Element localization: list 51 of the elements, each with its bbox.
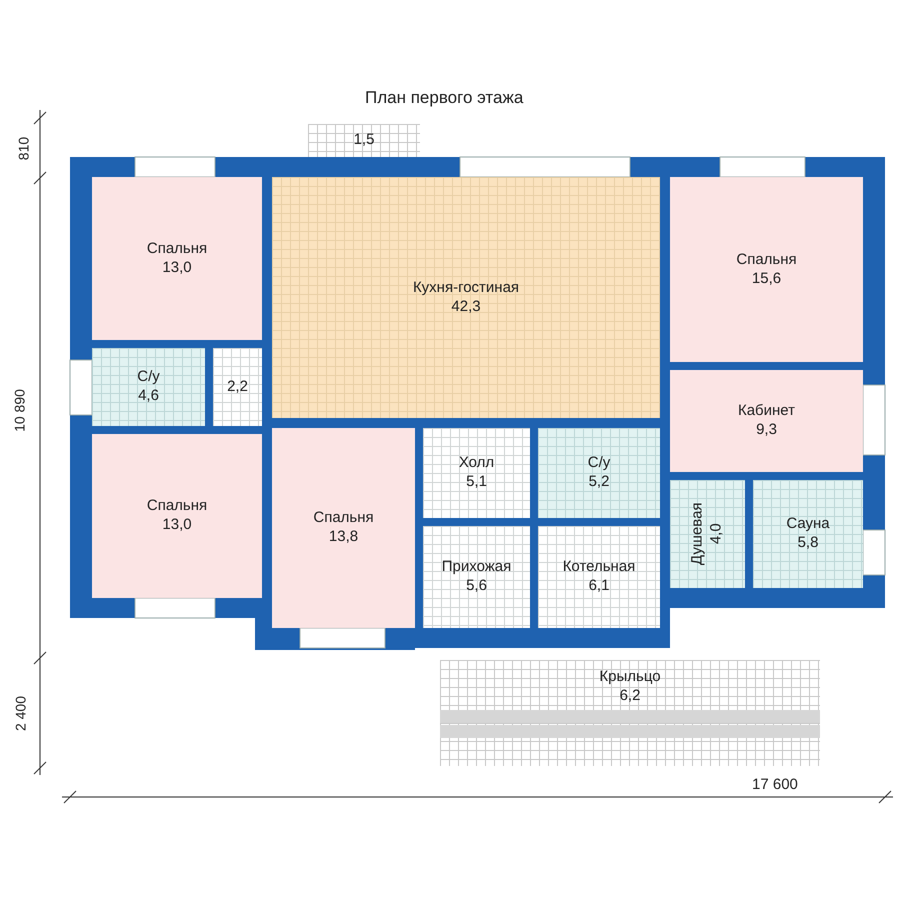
room-area: [538, 428, 660, 518]
room-area-value: 13,0: [161, 258, 193, 278]
room-area-value: 13,0: [161, 516, 193, 535]
dimension-label: 10 890: [10, 388, 28, 434]
room-area: [272, 177, 660, 418]
room-area-value: 5,6: [465, 577, 488, 596]
dimension-label: 2 400: [12, 694, 30, 734]
room-name: Спальня: [735, 250, 798, 270]
room-area-value: 42,3: [450, 298, 482, 316]
room-area-value: 4,6: [137, 387, 160, 406]
room-name: С/у: [136, 368, 161, 387]
room-area: [92, 434, 262, 598]
room-area-value: 5,2: [588, 473, 610, 492]
room-name: Котельная: [562, 558, 636, 577]
room-name: Сауна: [785, 515, 831, 534]
room-area: [92, 348, 205, 426]
room-name: С/у: [586, 454, 612, 473]
porch-area: [308, 124, 420, 157]
room-name: Кухня-гостиная: [412, 278, 520, 298]
room-area-value: 6,1: [588, 577, 610, 596]
dimension-label: 810: [14, 136, 32, 162]
room-area: [753, 480, 863, 588]
room-name: Душевая: [688, 502, 707, 568]
room-name: Холл: [458, 454, 496, 473]
room-name: Спальня: [146, 497, 208, 516]
room-area: [670, 480, 745, 588]
room-area-value: 6,2: [618, 686, 642, 706]
room-area: [423, 526, 530, 628]
room-name: Спальня: [312, 509, 375, 528]
room-area: [670, 370, 863, 472]
room-name: Прихожая: [440, 558, 512, 577]
plan-title: План первого этажа: [365, 87, 524, 109]
room-area: [213, 348, 262, 426]
room-area-value: 5,8: [796, 534, 820, 553]
room-area-value: 1,5: [352, 131, 376, 150]
room-name: Спальня: [146, 240, 208, 258]
room-area-value: 15,6: [750, 270, 782, 288]
dimension-label: 17 600: [752, 775, 798, 795]
room-area: [92, 177, 262, 340]
room-area: [423, 428, 530, 518]
porch-area: [440, 660, 820, 766]
room-area: [670, 177, 863, 362]
room-area-value: 2,2: [226, 378, 249, 396]
room-area-value: 5,1: [465, 473, 488, 492]
room-name: Кабинет: [736, 402, 796, 421]
room-area-value: 13,8: [328, 528, 360, 547]
room-name: Крыльцо: [598, 668, 662, 687]
room-area: [538, 526, 660, 628]
room-area-value: 9,3: [755, 421, 778, 440]
room-area: [272, 428, 415, 628]
room-area-value: 4,0: [708, 522, 726, 546]
